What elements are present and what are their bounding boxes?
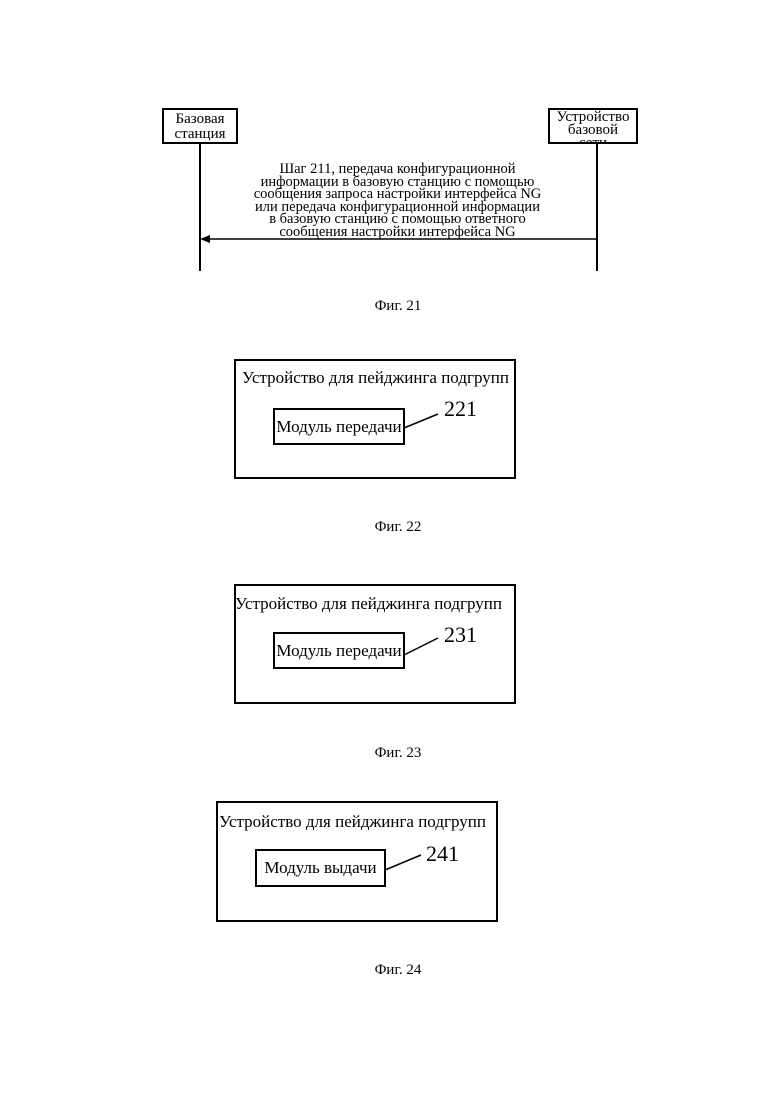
fig24-caption: Фиг. 24 [338,962,458,979]
ref-number: 241 [426,841,459,867]
